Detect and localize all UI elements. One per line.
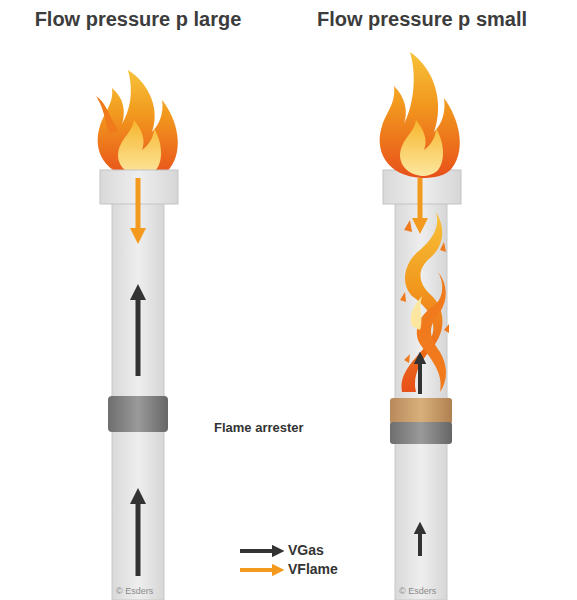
left-flame xyxy=(96,70,178,178)
watermark: © Esders xyxy=(116,586,153,596)
flame-velocity-arrow xyxy=(136,178,141,236)
right-pipe xyxy=(383,170,461,600)
part-label: Flame arrester xyxy=(214,420,304,435)
right-arrester xyxy=(390,422,452,444)
legend-gas-arrow xyxy=(240,549,278,553)
panel-heading: Flow pressure p large xyxy=(35,8,242,31)
legend-text: VFlame xyxy=(288,561,338,577)
watermark: © Esders xyxy=(399,586,436,596)
right-flame xyxy=(380,52,460,178)
legend-flame-arrow xyxy=(240,568,278,572)
gas-velocity-arrow xyxy=(136,292,141,376)
right-arrows xyxy=(420,178,421,556)
left-arrester xyxy=(108,396,168,432)
panel-heading: Flow pressure p small xyxy=(317,8,527,31)
right-arrester-heated xyxy=(390,398,452,424)
right-flame-in-pipe xyxy=(400,212,449,392)
left-pipe xyxy=(100,170,178,600)
gas-velocity-arrow xyxy=(136,496,141,576)
legend-text: VGas xyxy=(288,542,324,558)
